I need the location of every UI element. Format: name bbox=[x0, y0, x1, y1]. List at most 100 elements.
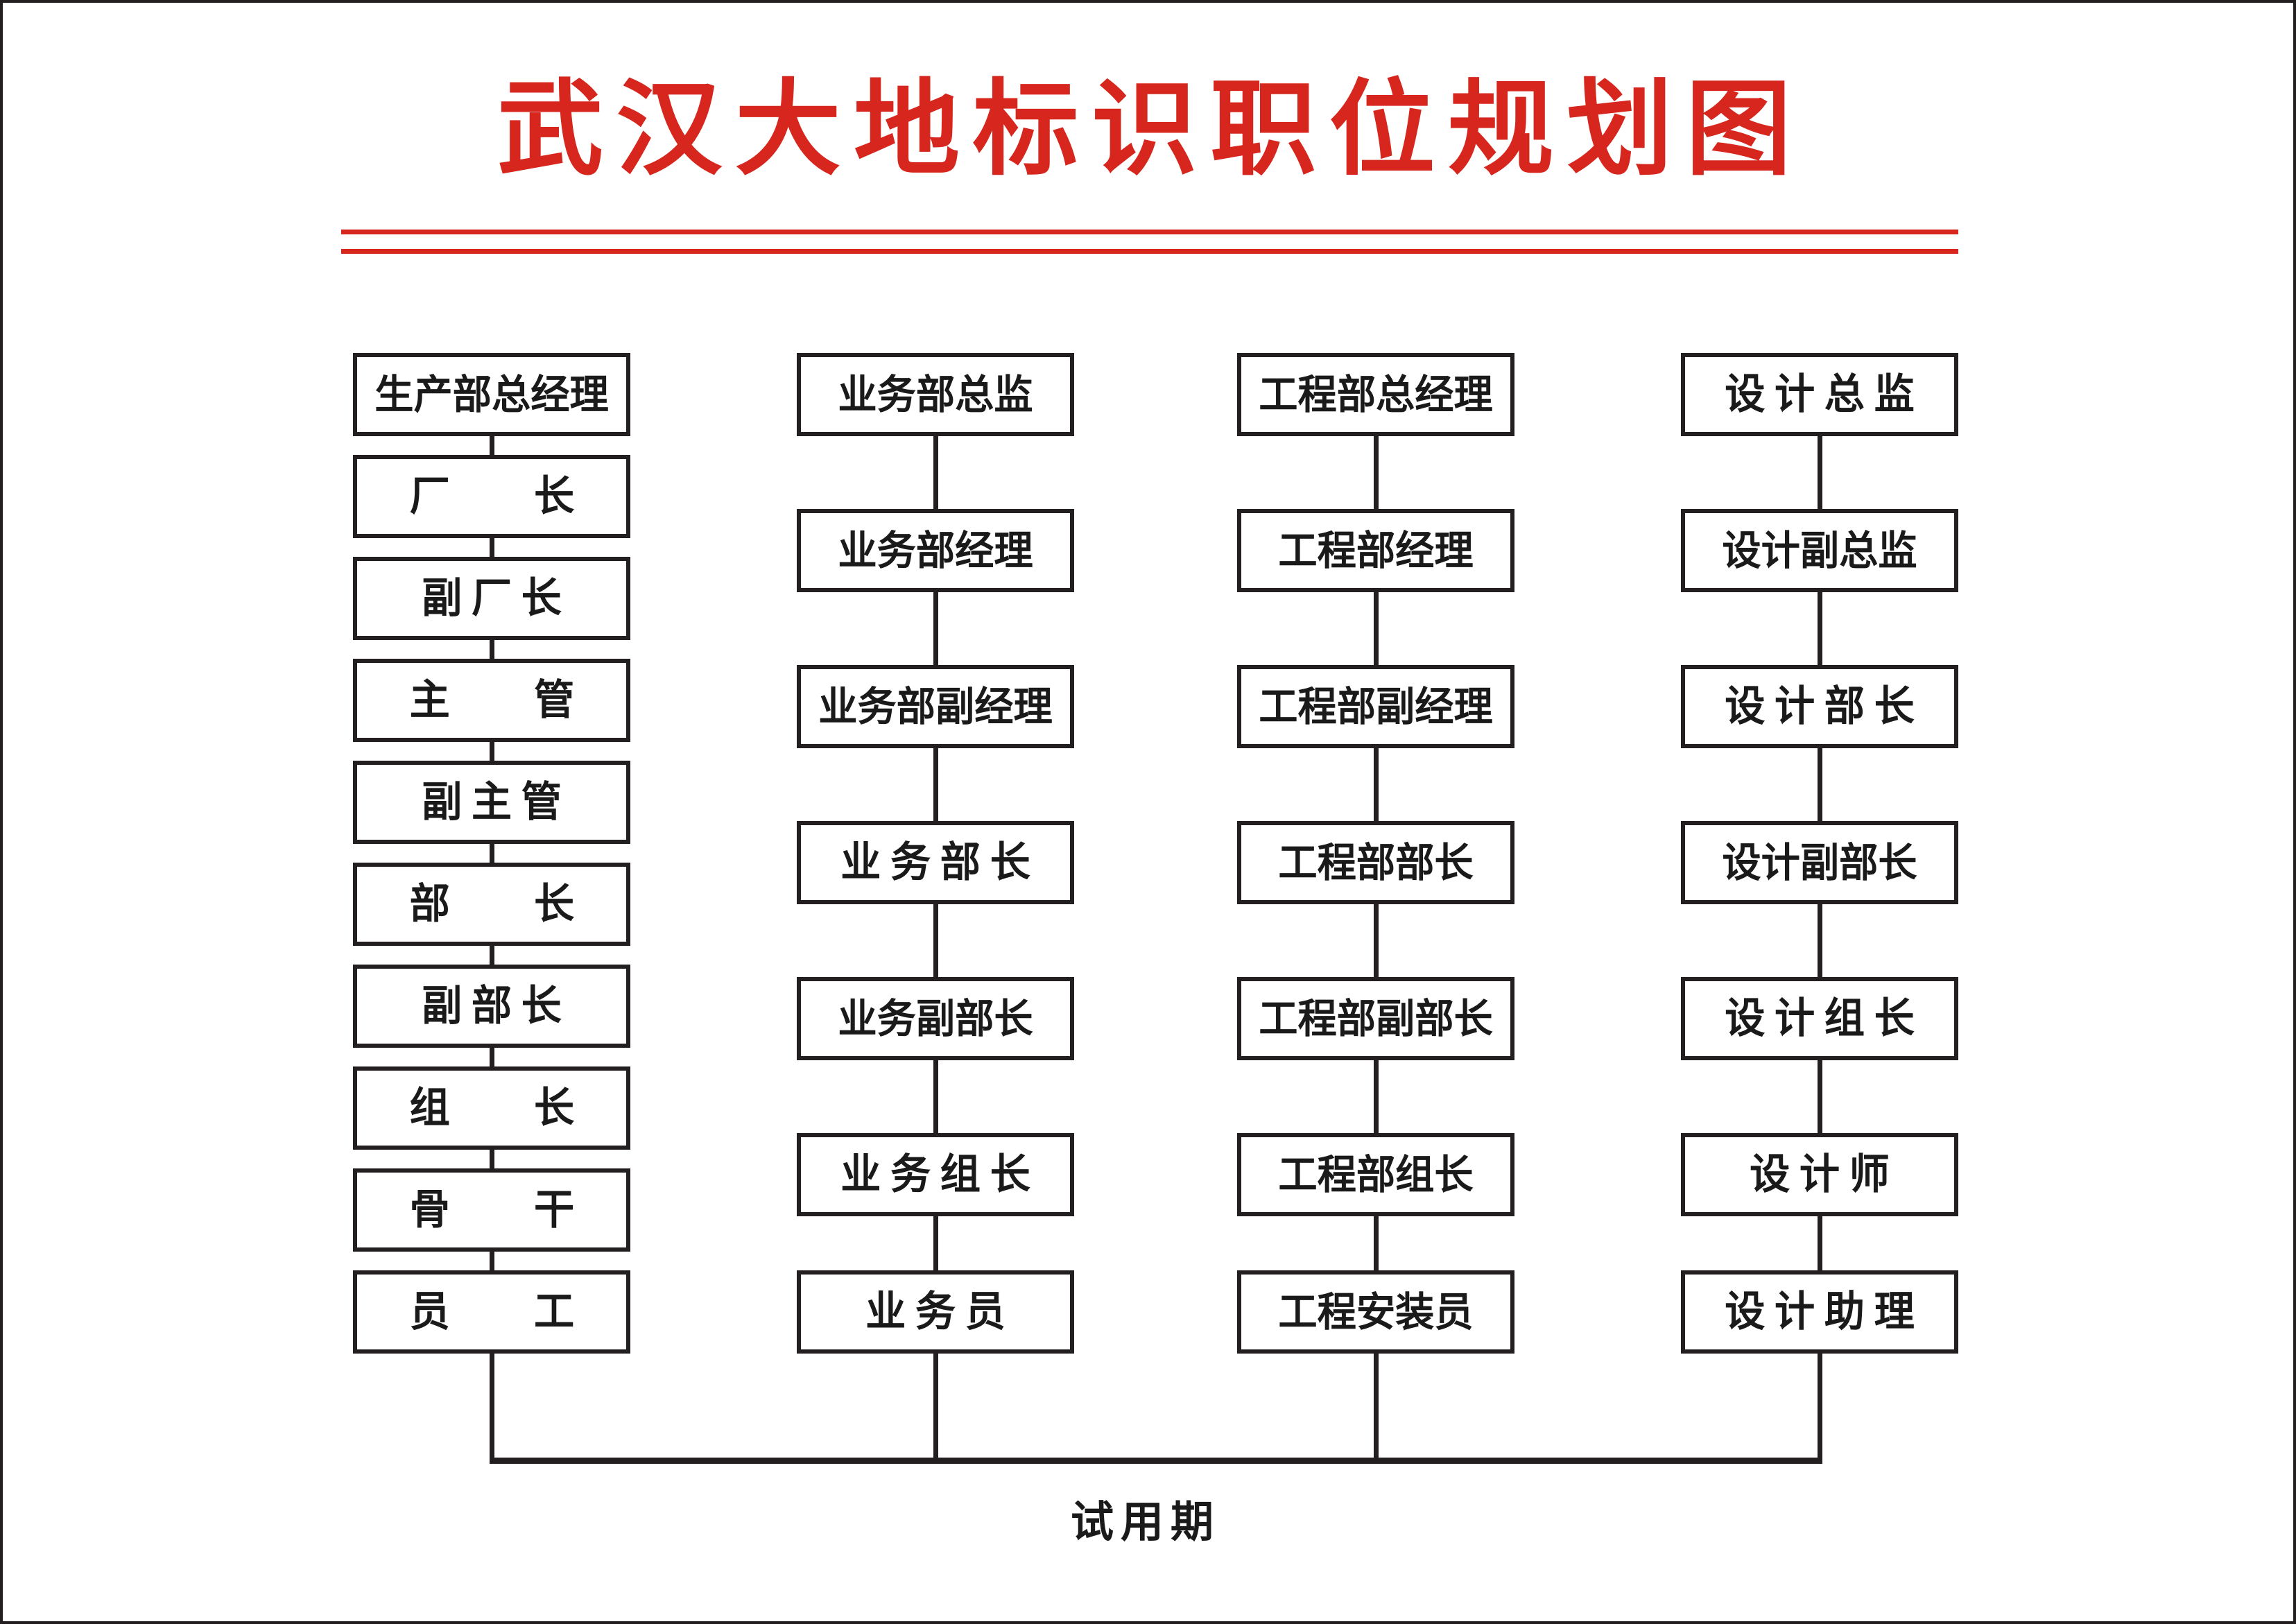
node-business-5[interactable]: 业务组长 bbox=[797, 1133, 1074, 1216]
connector-design-1-2 bbox=[1818, 592, 1822, 665]
drop-line-business bbox=[933, 1354, 938, 1462]
page-title: 武汉大地标识职位规划图 bbox=[497, 69, 1804, 190]
node-design-1[interactable]: 设计副总监 bbox=[1681, 509, 1958, 592]
connector-engineering-2-3 bbox=[1374, 748, 1379, 821]
node-design-0[interactable]: 设计总监 bbox=[1681, 353, 1958, 436]
node-label: 生产部总经理 bbox=[374, 371, 609, 418]
connector-design-2-3 bbox=[1818, 748, 1822, 821]
node-label: 副厂长 bbox=[422, 574, 571, 623]
node-business-1[interactable]: 业务部经理 bbox=[797, 509, 1074, 592]
connector-production-0-1 bbox=[490, 436, 494, 455]
node-production-3[interactable]: 主 管 bbox=[353, 659, 630, 742]
node-business-2[interactable]: 业务部副经理 bbox=[797, 665, 1074, 748]
org-chart: 生产部总经理 厂 长 副厂长 主 管 副主管 部 长 bbox=[3, 3, 2293, 1621]
connector-engineering-5-6 bbox=[1374, 1216, 1379, 1270]
node-production-6[interactable]: 副部长 bbox=[353, 965, 630, 1048]
node-label: 部 长 bbox=[409, 880, 610, 928]
node-production-9[interactable]: 员 工 bbox=[353, 1270, 630, 1354]
node-label: 主 管 bbox=[409, 676, 610, 725]
node-label: 业务组长 bbox=[840, 1150, 1040, 1199]
title-divider-rule-top bbox=[341, 230, 1958, 234]
node-production-2[interactable]: 副厂长 bbox=[353, 557, 630, 640]
connector-production-7-8 bbox=[490, 1150, 494, 1168]
node-engineering-0[interactable]: 工程部总经理 bbox=[1237, 353, 1514, 436]
node-label: 业务员 bbox=[865, 1288, 1015, 1336]
node-business-6[interactable]: 业务员 bbox=[797, 1270, 1074, 1354]
node-label: 工程部副经理 bbox=[1259, 683, 1493, 730]
node-production-1[interactable]: 厂 长 bbox=[353, 455, 630, 538]
connector-engineering-4-5 bbox=[1374, 1060, 1379, 1133]
node-label: 业务副部长 bbox=[838, 995, 1033, 1042]
connector-production-8-9 bbox=[490, 1252, 494, 1270]
node-production-7[interactable]: 组 长 bbox=[353, 1066, 630, 1150]
connector-production-6-7 bbox=[490, 1048, 494, 1066]
node-label: 业务部经理 bbox=[838, 527, 1033, 574]
connector-business-1-2 bbox=[933, 592, 938, 665]
node-production-0[interactable]: 生产部总经理 bbox=[353, 353, 630, 436]
connector-production-3-4 bbox=[490, 742, 494, 761]
connector-design-0-1 bbox=[1818, 436, 1822, 509]
connector-design-3-4 bbox=[1818, 904, 1822, 977]
node-engineering-4[interactable]: 工程部副部长 bbox=[1237, 977, 1514, 1060]
node-design-6[interactable]: 设计助理 bbox=[1681, 1270, 1958, 1354]
title-divider-rule-bottom bbox=[341, 249, 1958, 254]
probation-rail bbox=[490, 1458, 1822, 1464]
connector-production-1-2 bbox=[490, 538, 494, 557]
connector-business-4-5 bbox=[933, 1060, 938, 1133]
node-business-4[interactable]: 业务副部长 bbox=[797, 977, 1074, 1060]
drop-line-production bbox=[490, 1354, 494, 1462]
connector-business-3-4 bbox=[933, 904, 938, 977]
node-label: 厂 长 bbox=[409, 472, 610, 521]
node-label: 副主管 bbox=[422, 778, 571, 827]
node-label: 业务部副经理 bbox=[818, 683, 1053, 730]
node-engineering-3[interactable]: 工程部部长 bbox=[1237, 821, 1514, 904]
node-design-5[interactable]: 设计师 bbox=[1681, 1133, 1958, 1216]
connector-business-0-1 bbox=[933, 436, 938, 509]
node-label: 设计总监 bbox=[1725, 370, 1924, 419]
node-label: 工程安装员 bbox=[1278, 1288, 1474, 1336]
node-engineering-1[interactable]: 工程部经理 bbox=[1237, 509, 1514, 592]
node-label: 工程部部长 bbox=[1278, 839, 1474, 886]
node-production-5[interactable]: 部 长 bbox=[353, 863, 630, 946]
connector-design-5-6 bbox=[1818, 1216, 1822, 1270]
drop-line-engineering bbox=[1374, 1354, 1379, 1462]
node-label: 工程部组长 bbox=[1278, 1151, 1474, 1198]
node-label: 副部长 bbox=[422, 982, 571, 1030]
node-production-4[interactable]: 副主管 bbox=[353, 761, 630, 844]
node-label: 设计副总监 bbox=[1722, 527, 1917, 574]
connector-design-4-5 bbox=[1818, 1060, 1822, 1133]
node-design-3[interactable]: 设计副部长 bbox=[1681, 821, 1958, 904]
node-label: 骨 干 bbox=[409, 1186, 610, 1234]
node-label: 工程部总经理 bbox=[1259, 371, 1493, 418]
connector-production-5-6 bbox=[490, 946, 494, 965]
connector-engineering-0-1 bbox=[1374, 436, 1379, 509]
connector-business-2-3 bbox=[933, 748, 938, 821]
node-engineering-6[interactable]: 工程安装员 bbox=[1237, 1270, 1514, 1354]
node-label: 业务部长 bbox=[840, 838, 1040, 887]
connector-engineering-1-2 bbox=[1374, 592, 1379, 665]
node-label: 设计师 bbox=[1750, 1150, 1899, 1199]
node-production-8[interactable]: 骨 干 bbox=[353, 1168, 630, 1252]
node-business-0[interactable]: 业务部总监 bbox=[797, 353, 1074, 436]
node-label: 设计助理 bbox=[1725, 1288, 1924, 1336]
node-design-4[interactable]: 设计组长 bbox=[1681, 977, 1958, 1060]
drop-line-design bbox=[1818, 1354, 1822, 1462]
connector-business-5-6 bbox=[933, 1216, 938, 1270]
node-label: 业务部总监 bbox=[838, 371, 1033, 418]
node-label: 工程部经理 bbox=[1278, 527, 1474, 574]
node-label: 组 长 bbox=[409, 1084, 610, 1132]
node-label: 员 工 bbox=[409, 1288, 610, 1336]
connector-production-4-5 bbox=[490, 844, 494, 863]
connector-production-2-3 bbox=[490, 640, 494, 659]
node-engineering-5[interactable]: 工程部组长 bbox=[1237, 1133, 1514, 1216]
node-label: 设计组长 bbox=[1725, 994, 1924, 1043]
node-label: 工程部副部长 bbox=[1259, 995, 1493, 1042]
node-engineering-2[interactable]: 工程部副经理 bbox=[1237, 665, 1514, 748]
title-block: 武汉大地标识职位规划图 bbox=[3, 65, 2293, 196]
probation-label: 试用期 bbox=[1071, 1496, 1221, 1547]
node-label: 设计副部长 bbox=[1722, 839, 1917, 886]
node-label: 设计部长 bbox=[1725, 682, 1924, 731]
node-design-2[interactable]: 设计部长 bbox=[1681, 665, 1958, 748]
node-business-3[interactable]: 业务部长 bbox=[797, 821, 1074, 904]
